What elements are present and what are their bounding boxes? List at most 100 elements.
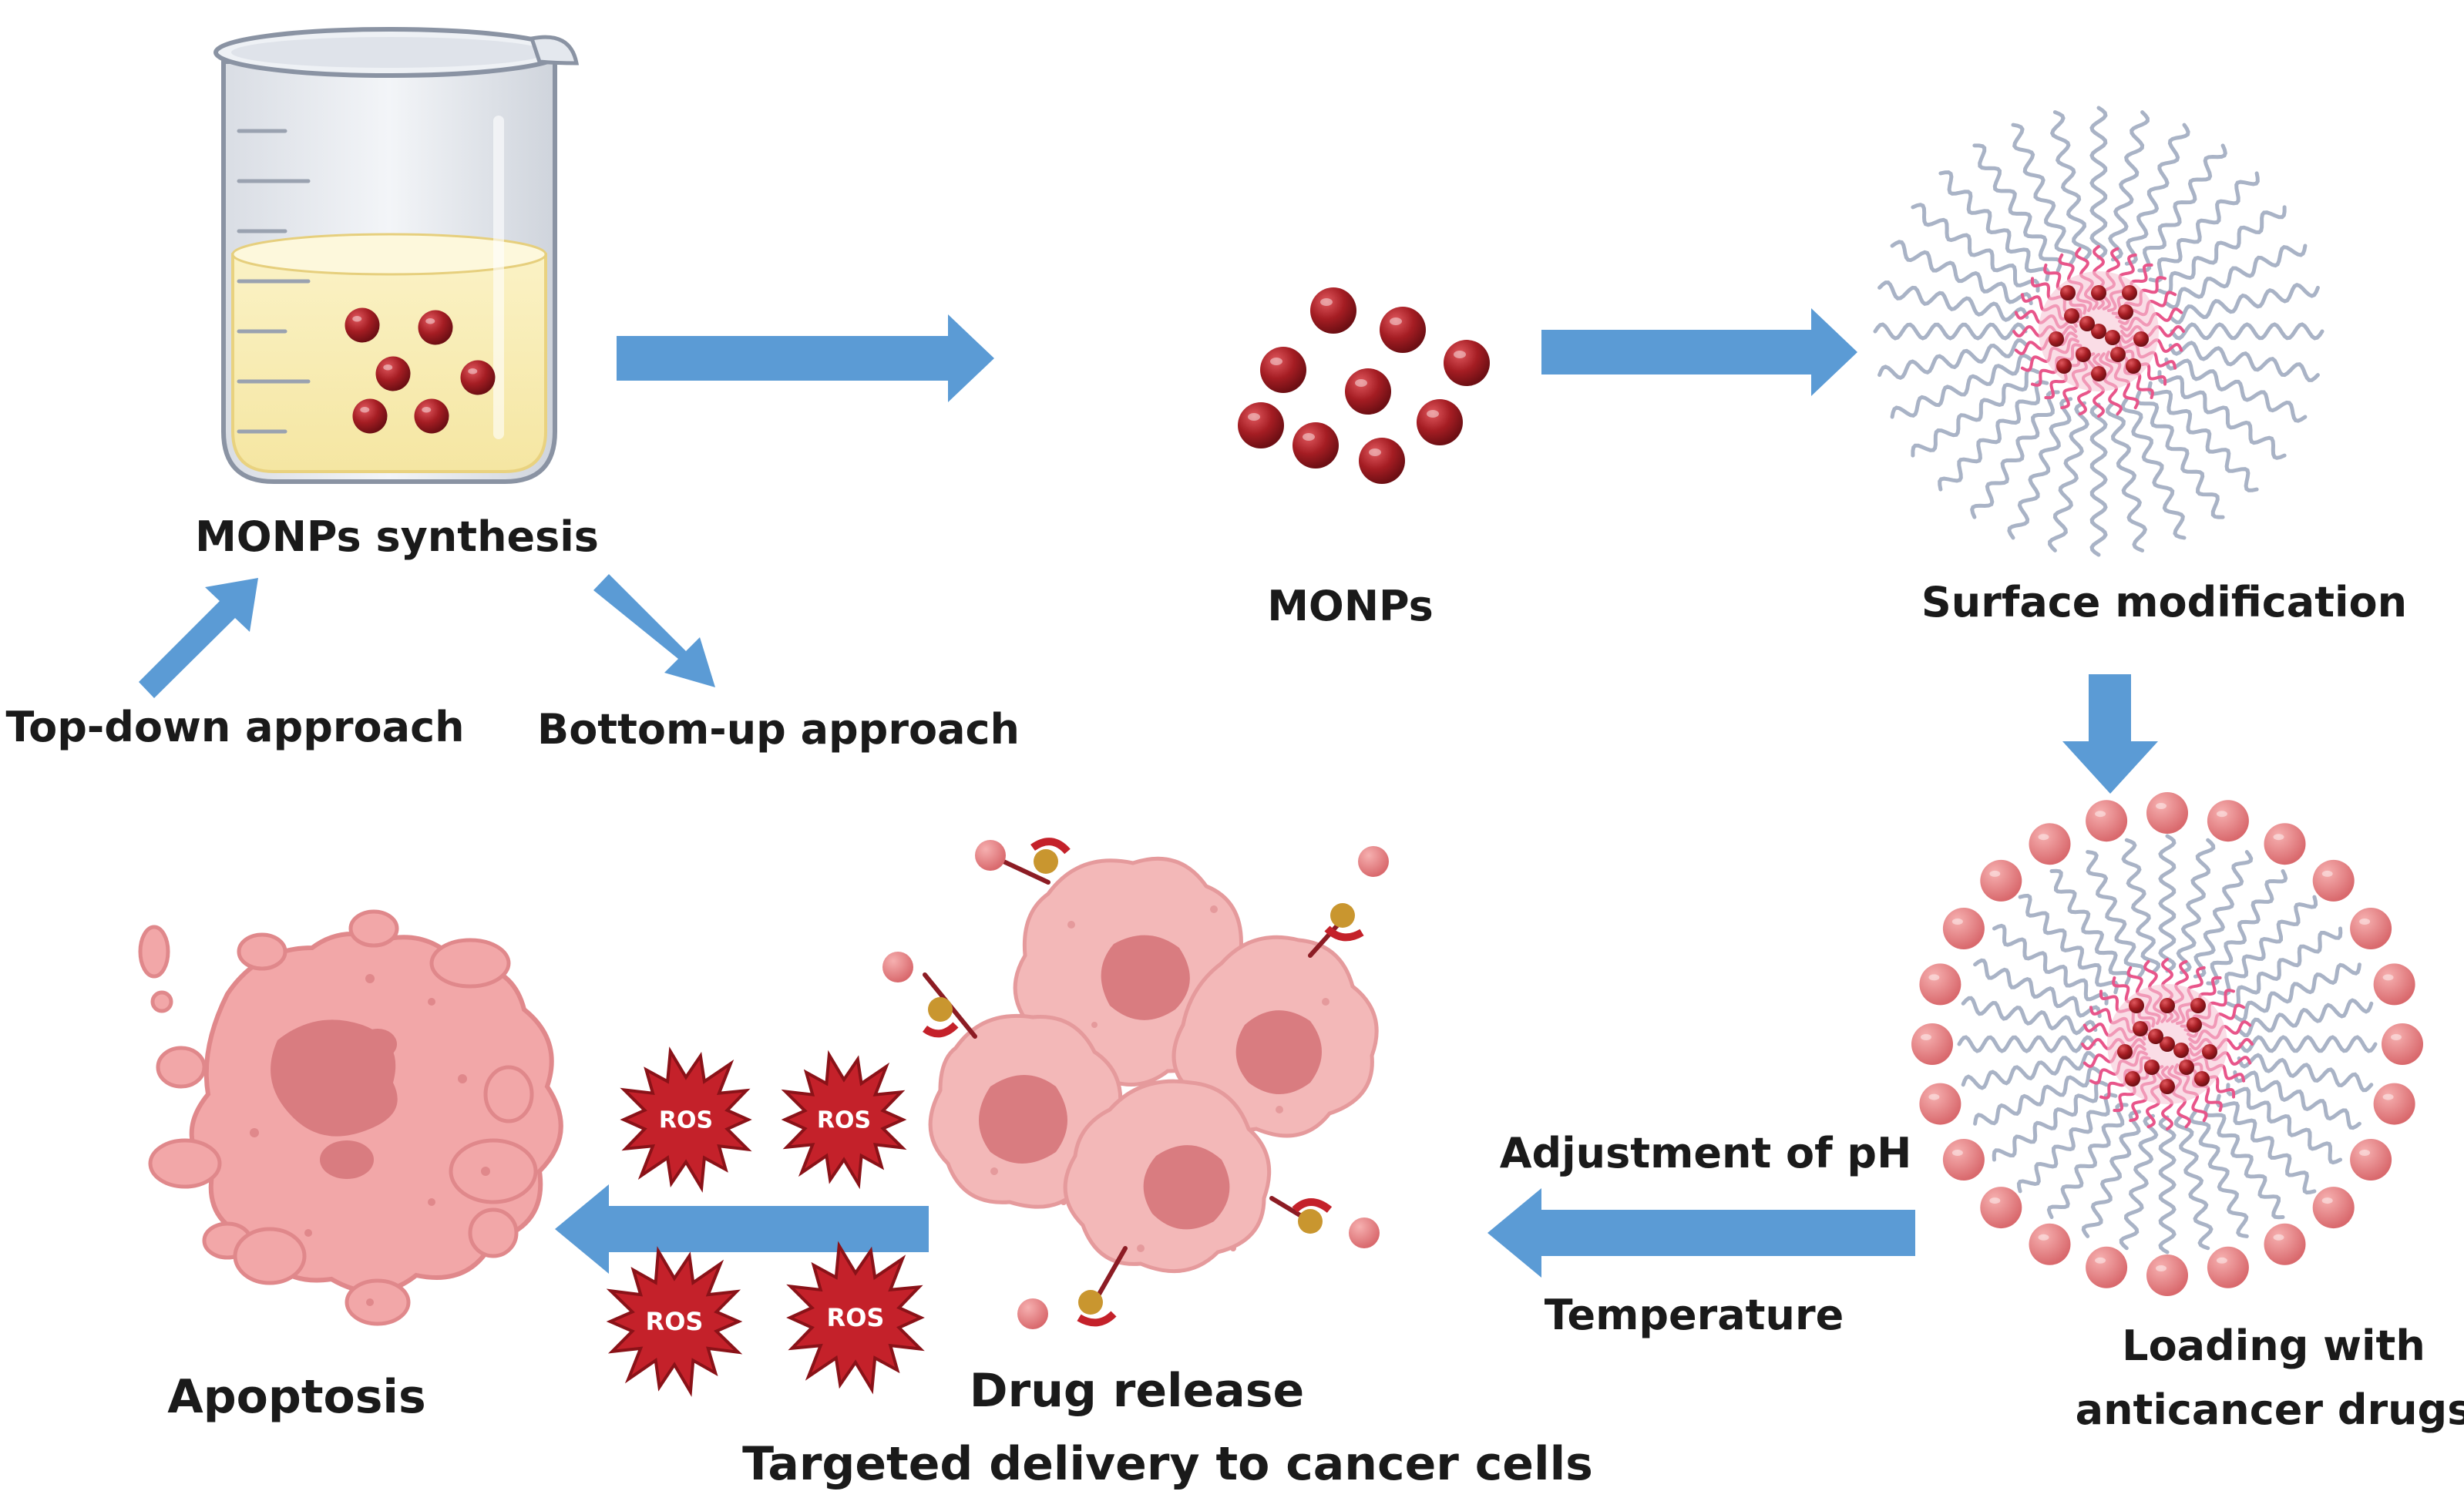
- core-nanoparticle: [2148, 1029, 2163, 1044]
- anticancer-drug: [2207, 800, 2249, 842]
- polymer-chain: [2238, 1035, 2378, 1053]
- polymer-chain: [2121, 838, 2161, 975]
- anticancer-drug: [2146, 1254, 2188, 1296]
- polymer-chain: [1957, 1035, 2096, 1053]
- polymer-chain: [1873, 322, 2028, 341]
- polymer-chain: [2237, 998, 2374, 1038]
- polymer-chain: [1938, 380, 2049, 492]
- arrow-loading-to-release: [1487, 1188, 1915, 1278]
- ros-label: ROS: [817, 1107, 871, 1134]
- polymer-chain: [2164, 243, 2308, 310]
- anticancer-drug: [1919, 1083, 1961, 1125]
- polymer-chain: [2158, 1115, 2177, 1254]
- core-nanoparticle: [2076, 347, 2091, 362]
- core-nanoparticle: [2160, 1079, 2175, 1094]
- cancer-cell: [1063, 1079, 1272, 1274]
- core-nanoparticle: [2133, 331, 2149, 347]
- anticancer-drug: [1919, 963, 1961, 1006]
- polymer-chain: [1972, 143, 2062, 273]
- anticancer-drug: [2382, 1023, 2423, 1065]
- anticancer-drug: [2086, 1246, 2128, 1288]
- polymer-chain: [2049, 110, 2092, 262]
- core-nanoparticle: [2118, 304, 2133, 320]
- arrow-synthesis-to-monps: [617, 314, 994, 402]
- polymer-chain: [2164, 357, 2308, 423]
- polymer-chain: [2016, 1092, 2118, 1194]
- polymer-chain: [1961, 996, 2098, 1036]
- polymer-chain: [2106, 401, 2148, 552]
- anticancer-drug: [2264, 823, 2306, 865]
- label-targeted-delivery: Targeted delivery to cancer cells: [742, 1437, 1593, 1491]
- polymer-chain: [2148, 171, 2260, 283]
- core-nanoparticle: [2173, 1043, 2189, 1058]
- ros-label: ROS: [659, 1107, 713, 1134]
- polymer-chain: [2157, 370, 2287, 460]
- polymer-chain: [2119, 1113, 2159, 1251]
- label-ph: Adjustment of pH: [1500, 1129, 1912, 1177]
- core-nanoparticle: [2160, 998, 2175, 1013]
- polymer-chain: [2237, 1053, 2374, 1093]
- polymer-chain: [2147, 381, 2259, 492]
- polymer-chain: [1877, 338, 2029, 381]
- polymer-chain: [2048, 401, 2089, 552]
- ros-burst: ROS: [606, 1246, 743, 1397]
- ros-label: ROS: [827, 1303, 885, 1332]
- core-nanoparticle: [2091, 285, 2106, 301]
- polymer-chain: [2203, 1103, 2285, 1220]
- polymer-chain: [2226, 1083, 2342, 1165]
- anticancer-drug: [2350, 1139, 2392, 1181]
- ros-star-icon: [786, 1241, 925, 1395]
- process-arrows: [139, 308, 2158, 1278]
- ros-burst: ROS: [781, 1050, 907, 1190]
- label-drug-release: Drug release: [970, 1364, 1304, 1418]
- cancer-cells-cluster: [882, 838, 1389, 1329]
- polymer-chain: [2089, 106, 2108, 260]
- polymer-chain: [1890, 353, 2033, 419]
- ros-star-icon: [606, 1246, 743, 1397]
- core-nanoparticle: [2190, 998, 2206, 1013]
- core-nanoparticle: [2056, 358, 2072, 374]
- core-nanoparticle: [2117, 1044, 2133, 1060]
- anticancer-drug: [1942, 1139, 1985, 1181]
- polymer-chain: [2233, 1070, 2361, 1130]
- ros-bursts: ROS ROS ROS ROS: [606, 1046, 925, 1397]
- label-temperature: Temperature: [1545, 1291, 1844, 1339]
- ros-burst: ROS: [620, 1046, 752, 1193]
- anticancer-drug: [2029, 1223, 2071, 1265]
- core-nanoparticle: [2126, 358, 2141, 374]
- label-top-down: Top-down approach: [5, 703, 464, 751]
- polymer-chain: [2120, 397, 2187, 540]
- ros-label: ROS: [646, 1307, 704, 1336]
- core-nanoparticle: [2187, 1017, 2202, 1033]
- arrow-monps-to-surface: [1541, 308, 1857, 396]
- core-nanoparticle: [2202, 1044, 2217, 1060]
- label-loading-line2: anticancer drugs: [2076, 1385, 2464, 1434]
- polymer-chain: [2018, 893, 2119, 995]
- anticancer-drug: [2264, 1223, 2306, 1265]
- polymer-chain: [2007, 397, 2073, 540]
- arrow-bottom-up: [593, 574, 715, 687]
- polymer-chain: [2086, 850, 2146, 979]
- polymer-chain: [1970, 390, 2060, 519]
- polymer-chain: [2089, 402, 2108, 557]
- ligand-heads: [882, 838, 1389, 1329]
- core-nanoparticle: [2110, 347, 2126, 362]
- polymer-chain: [1877, 280, 2029, 322]
- label-monps: MONPs: [1267, 582, 1434, 630]
- core-nanoparticle: [2049, 331, 2064, 347]
- anticancer-drug: [2350, 908, 2392, 949]
- core-nanoparticle: [2105, 330, 2120, 345]
- core-nanoparticle: [2194, 1071, 2210, 1086]
- polymer-chain: [2233, 962, 2361, 1023]
- polymer-chain: [2215, 1093, 2317, 1195]
- polymer-chain: [1911, 203, 2040, 293]
- diagram-labels: MONPs synthesis Top-down approach Bottom…: [5, 512, 2464, 1491]
- apoptotic-cell: [138, 909, 563, 1326]
- monps-nanoparticles: [1238, 287, 1490, 484]
- ros-star-icon: [620, 1046, 752, 1193]
- anticancer-drug: [2029, 823, 2071, 865]
- arrow-top-down: [139, 578, 258, 698]
- polymer-chain: [2135, 390, 2225, 519]
- polymer-chain: [2193, 850, 2254, 979]
- polymer-chain: [2226, 926, 2343, 1009]
